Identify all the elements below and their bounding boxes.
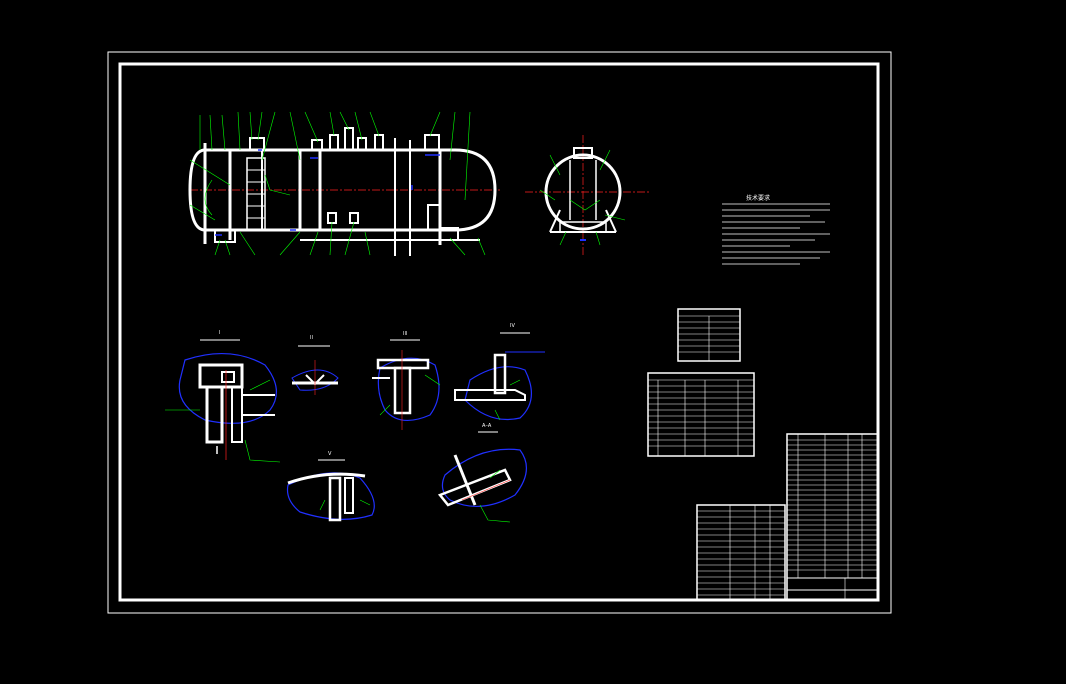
parts-list-left (696, 504, 786, 601)
section-title-V: V (328, 451, 332, 457)
vessel-elevation-hatch (215, 149, 440, 236)
section-title-III: III (403, 331, 408, 337)
technical-notes-text (722, 203, 830, 265)
outer-sheet-border (107, 51, 892, 614)
detail-I (165, 339, 281, 463)
inner-frame-border (118, 62, 880, 602)
section-title-IV: IV (510, 323, 515, 329)
section-title-I: I (219, 330, 221, 336)
detail-II (291, 345, 339, 395)
technical-notes-title: 技术要求 (746, 195, 771, 202)
vessel-end-view (525, 135, 650, 255)
parts-list-right (786, 433, 879, 601)
detail-V (286, 459, 375, 522)
detail-IV (454, 332, 545, 421)
nozzle-table (647, 372, 755, 457)
section-title-A-A: A–A (482, 423, 492, 429)
detail-A-A (437, 431, 527, 523)
section-title-II: II (310, 335, 313, 341)
vessel-elevation-view (188, 127, 500, 256)
vessel-elevation-leaders (189, 111, 486, 256)
design-data-table (677, 308, 741, 362)
detail-III (372, 339, 441, 430)
